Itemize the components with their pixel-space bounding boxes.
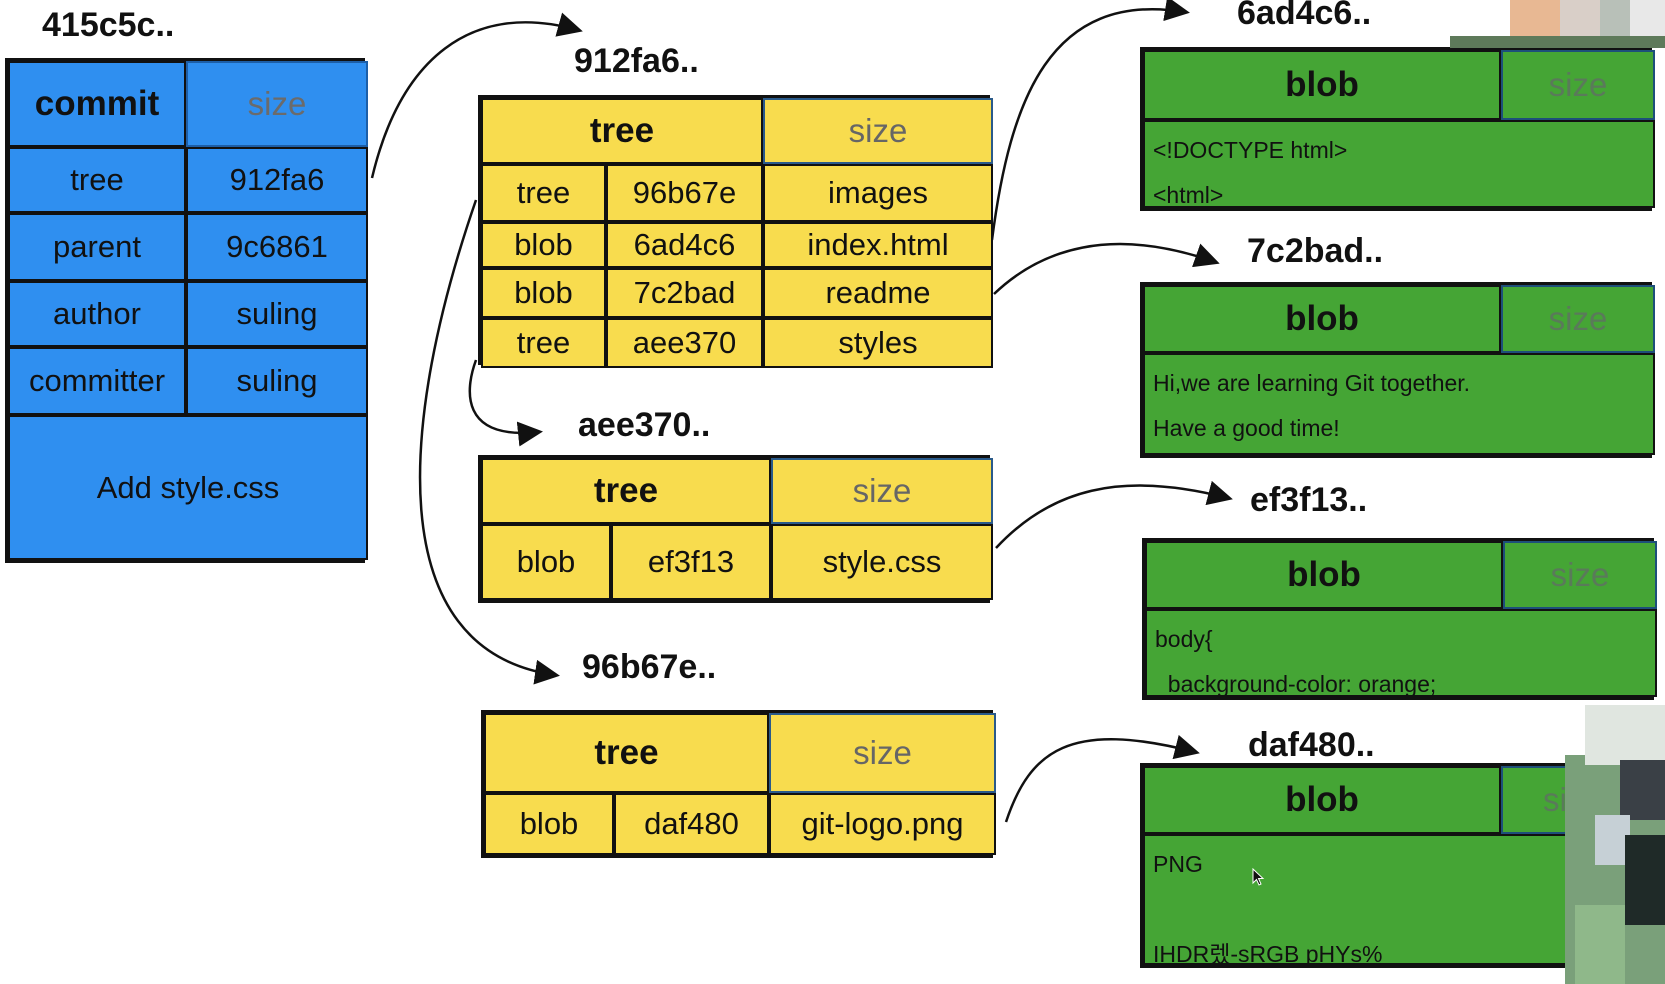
commit-row-value: 912fa6 xyxy=(186,147,368,213)
commit-object: commit size tree 912fa6 parent 9c6861 au… xyxy=(5,58,368,563)
commit-type-label: commit xyxy=(8,61,186,147)
tree-hash: 96b67e.. xyxy=(582,648,717,686)
commit-row-value: 9c6861 xyxy=(186,213,368,281)
tree-hash: aee370.. xyxy=(578,406,711,444)
blob-object: blob size <!DOCTYPE html> <html> xyxy=(1140,47,1655,211)
tree-entry-type: tree xyxy=(481,318,606,368)
mouse-cursor-icon xyxy=(1252,868,1265,886)
blob-content-line: Have a good time! xyxy=(1153,415,1340,441)
tree-size-label: size xyxy=(763,98,993,164)
blob-size-label: size xyxy=(1501,285,1655,353)
commit-row-key: author xyxy=(8,281,186,347)
tree-entry-type: blob xyxy=(481,222,606,268)
tree-object: tree size tree 96b67e images blob 6ad4c6… xyxy=(478,95,993,368)
tree-entry-hash: daf480 xyxy=(614,793,769,855)
tree-entry-hash: aee370 xyxy=(606,318,763,368)
tree-object: tree size blob ef3f13 style.css xyxy=(478,455,993,603)
commit-row-value: suling xyxy=(186,347,368,415)
tree-size-label: size xyxy=(771,458,993,524)
blob-content-line: IHDR렜-sRGB pHYs% xyxy=(1153,941,1383,965)
blob-content-line: <html> xyxy=(1153,182,1224,208)
commit-row-key: committer xyxy=(8,347,186,415)
tree-hash: 912fa6.. xyxy=(574,42,699,80)
arrow-styles-to-tree-aee370 xyxy=(468,359,543,447)
tree-entry-hash: 6ad4c6 xyxy=(606,222,763,268)
tree-entry-type: tree xyxy=(481,164,606,222)
commit-row-key: tree xyxy=(8,147,186,213)
blob-hash: daf480.. xyxy=(1248,726,1375,764)
blob-content: Hi,we are learning Git together. Have a … xyxy=(1143,353,1655,455)
blob-content-line: Hi,we are learning Git together. xyxy=(1153,370,1471,396)
blob-object: blob size Hi,we are learning Git togethe… xyxy=(1140,282,1655,458)
blob-content-line: background-color: orange; xyxy=(1155,671,1437,697)
webcam-overlay-top xyxy=(1450,0,1665,48)
tree-entry-name: readme xyxy=(763,268,993,318)
blob-content: <!DOCTYPE html> <html> xyxy=(1143,120,1655,208)
blob-content: body{ background-color: orange; xyxy=(1145,609,1657,697)
blob-type-label: blob xyxy=(1143,50,1501,120)
tree-entry-name: images xyxy=(763,164,993,222)
tree-type-label: tree xyxy=(481,458,771,524)
tree-entry-hash: ef3f13 xyxy=(611,524,771,600)
tree-entry-name: styles xyxy=(763,318,993,368)
tree-entry-name: style.css xyxy=(771,524,993,600)
webcam-overlay-bottom xyxy=(1565,705,1665,984)
tree-object: tree size blob daf480 git-logo.png xyxy=(481,710,996,858)
commit-hash: 415c5c.. xyxy=(42,6,175,44)
blob-type-label: blob xyxy=(1145,541,1503,609)
tree-entry-hash: 96b67e xyxy=(606,164,763,222)
blob-size-label: size xyxy=(1503,541,1657,609)
commit-row-key: parent xyxy=(8,213,186,281)
blob-content-line: PNG xyxy=(1153,851,1203,877)
commit-size-label: size xyxy=(186,61,368,147)
tree-entry-type: blob xyxy=(481,268,606,318)
blob-object: blob size body{ background-color: orange… xyxy=(1142,538,1657,700)
blob-hash: 6ad4c6.. xyxy=(1237,0,1372,32)
blob-type-label: blob xyxy=(1143,766,1501,834)
tree-entry-name: index.html xyxy=(763,222,993,268)
blob-hash: 7c2bad.. xyxy=(1247,232,1384,270)
tree-entry-name: git-logo.png xyxy=(769,793,996,855)
tree-size-label: size xyxy=(769,713,996,793)
blob-hash: ef3f13.. xyxy=(1250,481,1368,519)
tree-entry-hash: 7c2bad xyxy=(606,268,763,318)
blob-content-line: body{ xyxy=(1155,626,1213,652)
tree-type-label: tree xyxy=(481,98,763,164)
commit-message: Add style.css xyxy=(8,415,368,560)
tree-entry-type: blob xyxy=(484,793,614,855)
blob-content-line: <!DOCTYPE html> xyxy=(1153,137,1348,163)
tree-entry-type: blob xyxy=(481,524,611,600)
tree-type-label: tree xyxy=(484,713,769,793)
blob-type-label: blob xyxy=(1143,285,1501,353)
blob-size-label: size xyxy=(1501,50,1655,120)
commit-row-value: suling xyxy=(186,281,368,347)
